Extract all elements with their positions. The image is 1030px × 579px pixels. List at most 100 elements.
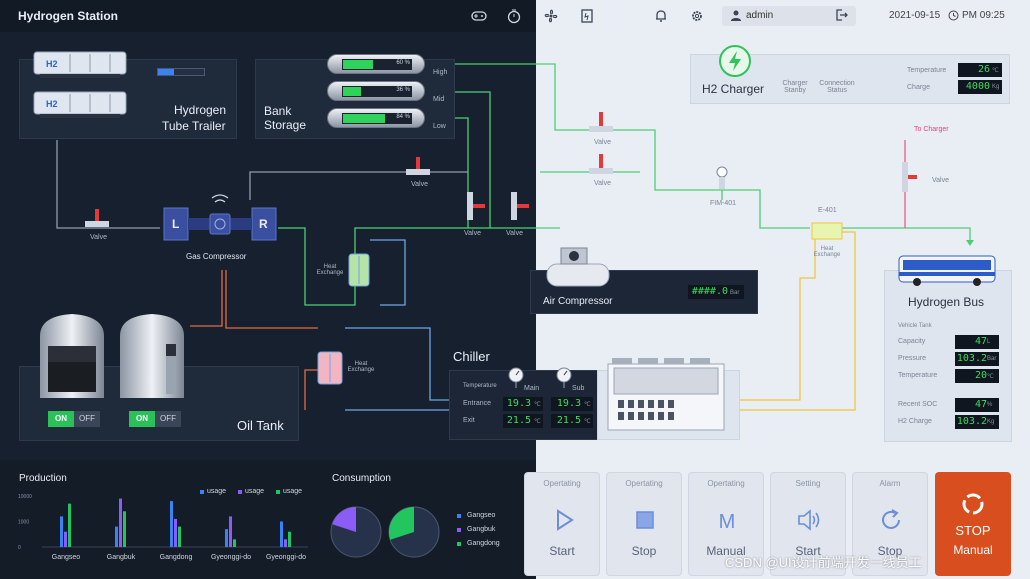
bank-label-line1: Bank [264,104,292,118]
time-text: PM 09:25 [962,10,1005,21]
trailer-label-line2: Tube Trailer [162,119,226,133]
gauge-icon [508,367,524,388]
bar [284,539,287,547]
fim-label: FIM-401 [710,200,737,207]
heat-exchanger-icon[interactable] [347,252,371,288]
oil-tank-2-off-toggle[interactable]: OFF [155,411,181,427]
valve-icon[interactable] [586,108,616,138]
gas-compressor-icon[interactable] [160,188,280,248]
valve-icon[interactable] [586,150,616,180]
bus-row-unit: L [987,339,991,345]
chiller-row-label: Exit [463,417,475,424]
operation-label: Manual [706,544,746,558]
valve-label: Valve [464,230,481,237]
valve-label: Valve [411,181,428,188]
bank-tank[interactable]: 84 % [327,108,425,128]
y-tick-label: 0 [18,545,21,551]
bar [174,518,177,547]
legend-label: Gangbuk [467,526,496,533]
valve-label: Valve [594,180,611,187]
bank-tank-percent: 36 % [396,87,410,93]
operation-label: Stop [877,544,903,558]
bank-tank-gauge: 36 % [342,86,412,97]
valve-icon[interactable] [898,160,918,196]
operation-label: Start [549,544,575,558]
app-title: Hydrogen Station [18,9,119,23]
bus-row-value: 47 [955,398,999,412]
legend-swatch [457,514,461,518]
bus-tank-caption: Vehicle Tank [898,323,932,329]
x-tick-label: Gangbuk [107,554,136,561]
legend-label: usage [207,488,227,495]
oil-tank-1-off-toggle[interactable]: OFF [74,411,100,427]
fan-icon[interactable] [542,7,560,25]
chiller-sub-value: 19.3 [551,397,593,411]
trailer-level-bar [157,68,205,76]
valve-icon[interactable] [460,190,490,222]
charger-temp-value: 26 [958,63,1002,77]
bar [288,531,291,547]
heat-exchanger-icon[interactable] [810,220,844,242]
legend-label: usage [283,488,303,495]
bus-row-label: Temperature [898,372,938,379]
e401-label: E-401 [818,207,837,214]
chiller-sub-value: 21.5 [551,414,593,428]
oil-tank-2-on-toggle[interactable]: ON [129,411,155,427]
valve-icon[interactable] [403,153,433,183]
oil-tank-1-on-toggle[interactable]: ON [48,411,74,427]
m-icon: M [719,511,736,533]
connection-status-label: Connection Status [819,80,855,94]
legend-swatch [200,490,204,494]
bank-label-line2: Storage [264,118,307,132]
bank-tank-fill [343,114,385,123]
bank-tank-gauge: 60 % [342,59,412,70]
operation-status: Setting [795,479,821,488]
bar [280,521,283,547]
valve-icon[interactable] [82,205,112,235]
svg-text:H2: H2 [46,59,58,69]
logout-icon[interactable] [835,8,849,22]
bus-row-value: 20 [955,369,999,383]
legend-label: Gangseo [467,512,496,519]
air-pressure-unit: Bar [730,290,740,296]
bank-tank-level-label: High [433,69,448,76]
bank-tank-level-label: Low [433,123,446,130]
compressor-left-label: L [172,217,180,231]
x-tick-label: Gyeonggi-do [211,554,251,561]
charger-charge-label: Charge [907,84,930,91]
air-pressure-value: ####.0 [688,285,744,299]
bus-row-unit: ℃ [987,374,994,380]
stop-label: STOP [955,523,991,538]
heat-exchange-label: Heat Exchange [813,246,841,258]
chiller-row-label: Entrance [463,400,492,407]
bar [229,516,232,547]
valve-icon[interactable] [504,190,534,222]
flow-meter-icon [716,166,728,189]
charger-status-label: Charger Stanby [782,80,808,94]
bank-tank[interactable]: 36 % [327,81,425,101]
gamepad-icon[interactable] [470,7,488,25]
bell-icon[interactable] [652,7,670,25]
charger-temp-label: Temperature [907,67,947,74]
bank-tank-gauge: 84 % [342,113,412,124]
gear-icon[interactable] [688,7,706,25]
chiller-title: Chiller [453,349,490,364]
heat-exchanger-icon[interactable] [316,350,344,386]
bank-tank[interactable]: 60 % [327,54,425,74]
battery-icon[interactable] [578,7,596,25]
emergency-stop-button[interactable]: STOP Manual [935,472,1011,576]
clock-icon [948,10,959,21]
valve-label: Valve [594,139,611,146]
user-icon [731,10,741,21]
operation-status: Opertating [707,479,745,488]
valve-label: Valve [506,230,523,237]
air-compressor-icon[interactable] [543,240,613,290]
charger-charge-unit: Kg [992,84,1000,90]
timer-icon[interactable] [505,7,523,25]
user-box[interactable] [722,6,856,26]
